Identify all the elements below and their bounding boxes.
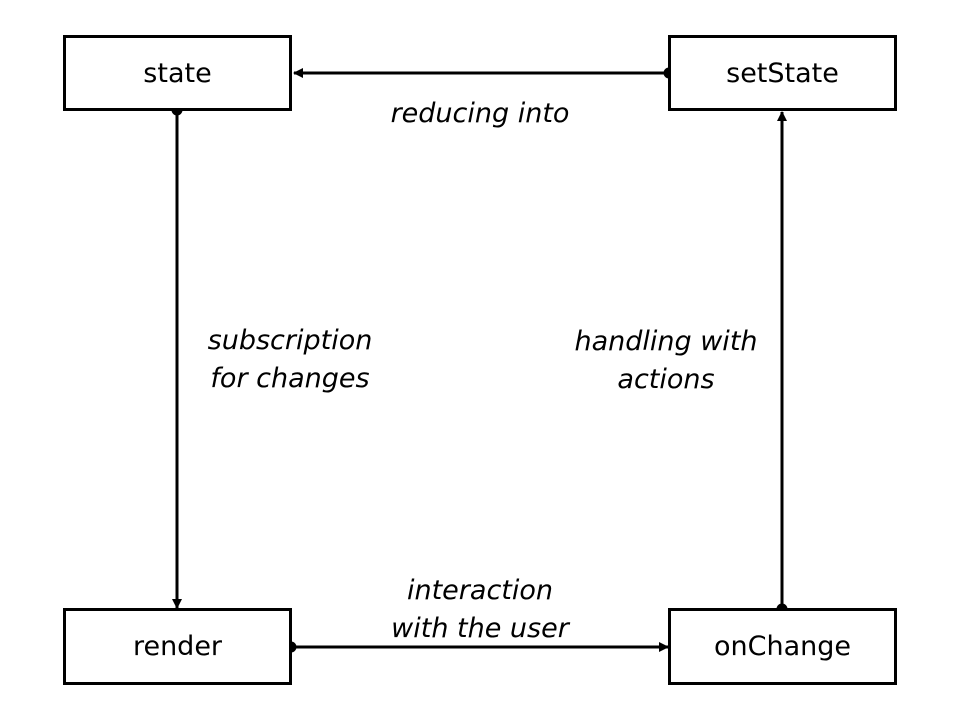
edge-label-reducing-line-1: reducing into <box>390 98 570 129</box>
node-render: render <box>63 608 292 685</box>
edge-label-subscription-line-1: subscription <box>207 325 373 356</box>
edge-label-subscription-line-2: for changes <box>210 363 370 394</box>
edge-label-interaction: interaction with the user <box>330 572 630 648</box>
node-setstate: setState <box>668 35 897 111</box>
edge-label-handling-line-2: actions <box>617 364 715 395</box>
edge-label-subscription: subscription for changes <box>165 322 415 398</box>
node-state-label: state <box>143 57 212 89</box>
node-render-label: render <box>132 631 223 662</box>
node-onchange-label: onChange <box>713 631 851 662</box>
edge-label-interaction-line-2: with the user <box>391 613 569 644</box>
edge-label-handling: handling with actions <box>541 323 791 399</box>
node-setstate-label: setState <box>726 57 839 89</box>
node-onchange: onChange <box>668 608 897 685</box>
edge-label-interaction-line-1: interaction <box>406 575 554 606</box>
node-state: state <box>63 35 292 111</box>
edge-label-reducing: reducing into <box>330 95 630 133</box>
edge-label-handling-line-1: handling with <box>574 326 758 357</box>
